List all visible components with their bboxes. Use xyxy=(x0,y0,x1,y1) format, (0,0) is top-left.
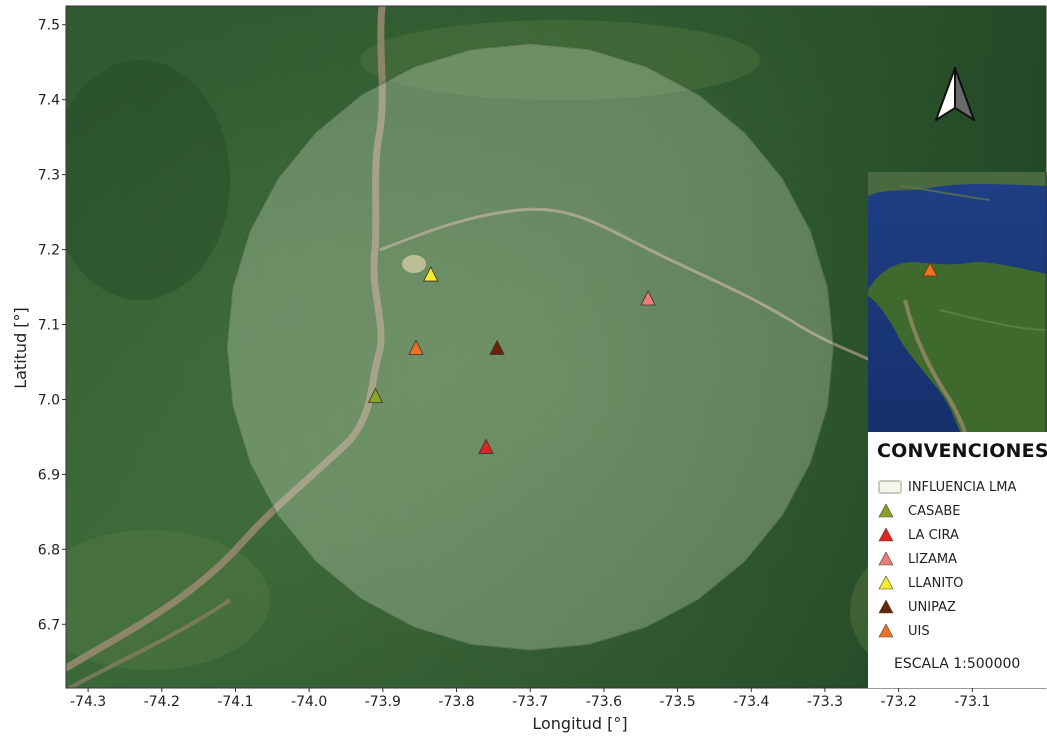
influence-circle xyxy=(225,42,835,652)
y-tick-label: 6.9 xyxy=(38,467,60,483)
legend-label: LLANITO xyxy=(908,575,964,591)
triangle-marker-icon xyxy=(878,599,902,615)
station-marker-la-cira xyxy=(478,438,494,454)
x-axis-ticks: -74.3 -74.2 -74.1 -74.0 -73.9 -73.8 -73.7 -73.6… xyxy=(70,688,990,710)
legend-label: CASABE xyxy=(908,503,961,519)
triangle-marker-icon xyxy=(878,623,902,639)
x-tick-label: -74.1 xyxy=(217,694,253,710)
legend: CONVENCIONES INFLUENCIA LMA CASABE LA CIR… xyxy=(868,432,1047,688)
y-tick-label: 6.8 xyxy=(38,542,60,558)
x-tick-label: -73.7 xyxy=(512,694,548,710)
y-tick-label: 7.0 xyxy=(38,392,60,408)
area-swatch-icon xyxy=(878,479,902,495)
x-tick-label: -73.2 xyxy=(881,694,917,710)
legend-label: LIZAMA xyxy=(908,551,957,567)
map-scale: ESCALA 1:500000 xyxy=(894,656,1021,672)
y-axis-ticks: 7.5 7.4 7.3 7.2 7.1 7.0 6.9 6.8 6.7 xyxy=(38,18,66,633)
y-tick-label: 7.4 xyxy=(38,93,60,109)
legend-item-llanito: LLANITO xyxy=(878,573,963,593)
legend-title: CONVENCIONES xyxy=(877,440,1047,462)
y-tick-label: 7.1 xyxy=(38,318,60,334)
legend-label: INFLUENCIA LMA xyxy=(908,479,1017,495)
x-tick-label: -73.3 xyxy=(807,694,843,710)
legend-item-unipaz: UNIPAZ xyxy=(878,597,956,617)
triangle-marker-icon xyxy=(878,575,902,591)
station-marker-casabe xyxy=(367,387,384,403)
stations-layer xyxy=(367,266,656,454)
x-tick-label: -74.2 xyxy=(144,694,180,710)
y-tick-label: 6.7 xyxy=(38,617,60,633)
x-tick-label: -73.8 xyxy=(438,694,474,710)
magdalena-river xyxy=(66,6,386,672)
sogamoso-river xyxy=(379,207,871,362)
y-tick-label: 7.5 xyxy=(38,18,60,34)
station-marker-llanito xyxy=(423,266,439,282)
y-tick-label: 7.2 xyxy=(38,243,60,259)
station-marker-lizama xyxy=(640,290,656,306)
legend-label: UIS xyxy=(908,623,930,639)
triangle-marker-icon xyxy=(878,551,902,567)
location-inset-map xyxy=(868,172,1047,433)
triangle-marker-icon xyxy=(878,527,902,543)
x-tick-label: -74.3 xyxy=(70,694,106,710)
legend-label: UNIPAZ xyxy=(908,599,956,615)
influence-area xyxy=(225,42,835,652)
legend-item-uis: UIS xyxy=(878,621,930,641)
station-marker-unipaz xyxy=(489,339,505,355)
station-marker-uis xyxy=(408,339,424,355)
legend-item-lizama: LIZAMA xyxy=(878,549,957,569)
x-tick-label: -74.0 xyxy=(291,694,327,710)
x-tick-label: -73.6 xyxy=(586,694,622,710)
y-axis-label: Latitud [°] xyxy=(11,307,30,389)
x-tick-label: -73.4 xyxy=(733,694,769,710)
inset-location-marker xyxy=(922,261,938,277)
y-tick-label: 7.3 xyxy=(38,168,60,184)
x-axis-label: Longitud [°] xyxy=(532,714,627,733)
legend-item-casabe: CASABE xyxy=(878,501,961,521)
north-arrow-icon xyxy=(935,67,975,121)
x-tick-label: -73.1 xyxy=(954,694,990,710)
legend-item-influence: INFLUENCIA LMA xyxy=(878,477,1016,497)
x-tick-label: -73.9 xyxy=(365,694,401,710)
x-tick-label: -73.5 xyxy=(659,694,695,710)
triangle-marker-icon xyxy=(878,503,902,519)
map-frame xyxy=(65,5,1047,689)
legend-label: LA CIRA xyxy=(908,527,959,543)
legend-item-la-cira: LA CIRA xyxy=(878,525,959,545)
